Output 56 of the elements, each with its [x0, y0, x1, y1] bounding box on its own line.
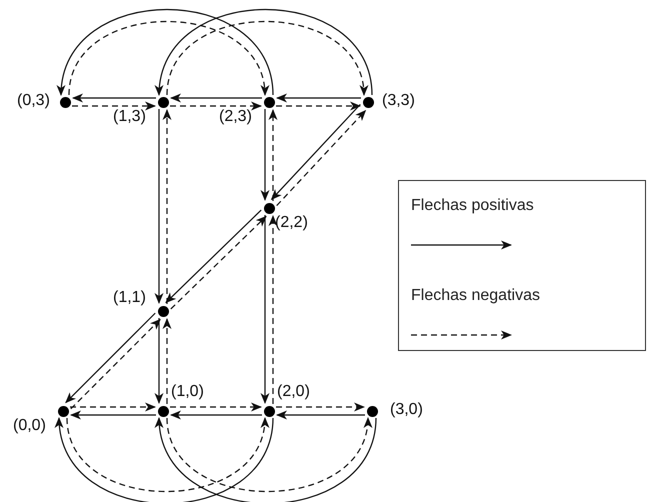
- dashed-arrow: [162, 318, 172, 404]
- dashed-arrow: [170, 216, 267, 310]
- point-dot: [158, 96, 168, 108]
- arrow: [154, 109, 164, 304]
- arrow: [56, 417, 274, 502]
- arrow: [156, 417, 377, 502]
- point-label: (1,0): [171, 383, 204, 401]
- point-label: (1,3): [113, 108, 146, 126]
- dashed-arrow: [170, 102, 262, 110]
- point-dot: [264, 96, 274, 108]
- point-label: (0,3): [17, 92, 50, 110]
- dashed-arrow: [276, 110, 366, 206]
- dashed-arrow: [268, 109, 278, 201]
- arrow: [70, 410, 156, 420]
- point-label: (2,0): [277, 383, 310, 401]
- dashed-arrow: [162, 109, 172, 304]
- point-dot: [264, 406, 274, 416]
- dashed-arrow: [70, 318, 161, 410]
- point-dot: [158, 406, 168, 416]
- arrow: [270, 104, 361, 200]
- dashed-arrow: [70, 402, 156, 412]
- point-label: (3,0): [390, 401, 423, 419]
- arrow: [72, 94, 156, 102]
- arrow: [170, 410, 262, 420]
- point-dot: [264, 202, 274, 214]
- arrow: [276, 94, 361, 102]
- dashed-arrow: [166, 21, 367, 96]
- dashed-arrow: [268, 215, 278, 404]
- arrow: [170, 94, 262, 102]
- point-dot: [158, 306, 168, 316]
- arrow: [260, 215, 270, 404]
- point-dot: [60, 96, 70, 108]
- dashed-arrow: [72, 102, 156, 110]
- point-dot: [362, 96, 374, 108]
- arrow: [165, 210, 262, 304]
- arrow: [156, 9, 373, 96]
- point-dot: [58, 406, 68, 416]
- arrow: [58, 9, 274, 96]
- dashed-arrow: [166, 417, 371, 492]
- dashed-arrow: [276, 102, 361, 110]
- point-label: (2,2): [275, 214, 308, 232]
- dashed-arrow: [68, 21, 268, 96]
- legend-label: Flechas negativas: [411, 287, 540, 305]
- arrow: [276, 410, 365, 420]
- legend-label: Flechas positivas: [411, 197, 534, 215]
- point-label: (2,3): [219, 108, 252, 126]
- point-label: (1,1): [113, 289, 146, 307]
- point-label: (0,0): [13, 417, 46, 435]
- arrow: [154, 318, 164, 404]
- dashed-arrow: [66, 417, 268, 492]
- dashed-arrow: [170, 402, 262, 412]
- dashed-arrow: [276, 402, 365, 412]
- arrow: [260, 109, 270, 201]
- point-label: (3,3): [382, 92, 415, 110]
- point-dot: [366, 406, 378, 416]
- arrow: [65, 312, 156, 404]
